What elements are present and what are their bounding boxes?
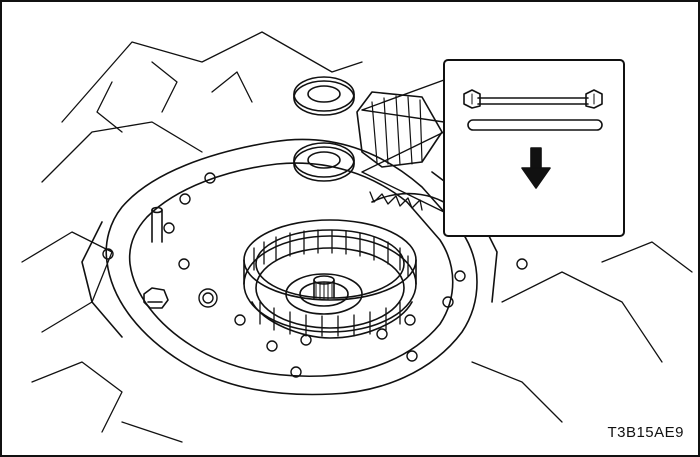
- bolt-holes: [102, 172, 528, 378]
- seal-ring-lower: [293, 142, 355, 182]
- gear: [356, 91, 463, 218]
- casing-background: [21, 31, 693, 443]
- seal-side-view: [467, 119, 603, 131]
- seal-cross-section: [463, 89, 603, 109]
- arrow-down-icon: [521, 147, 551, 189]
- housing-flange: [81, 138, 498, 396]
- seal-ring-upper: [293, 76, 355, 116]
- figure-code: T3B15AE9: [607, 424, 684, 441]
- callout-leaders: [361, 79, 445, 213]
- dowel-pin: [151, 206, 163, 243]
- clutch-drum: [243, 219, 417, 339]
- detail-callout-box: [443, 59, 625, 237]
- bolt-head: [143, 287, 169, 309]
